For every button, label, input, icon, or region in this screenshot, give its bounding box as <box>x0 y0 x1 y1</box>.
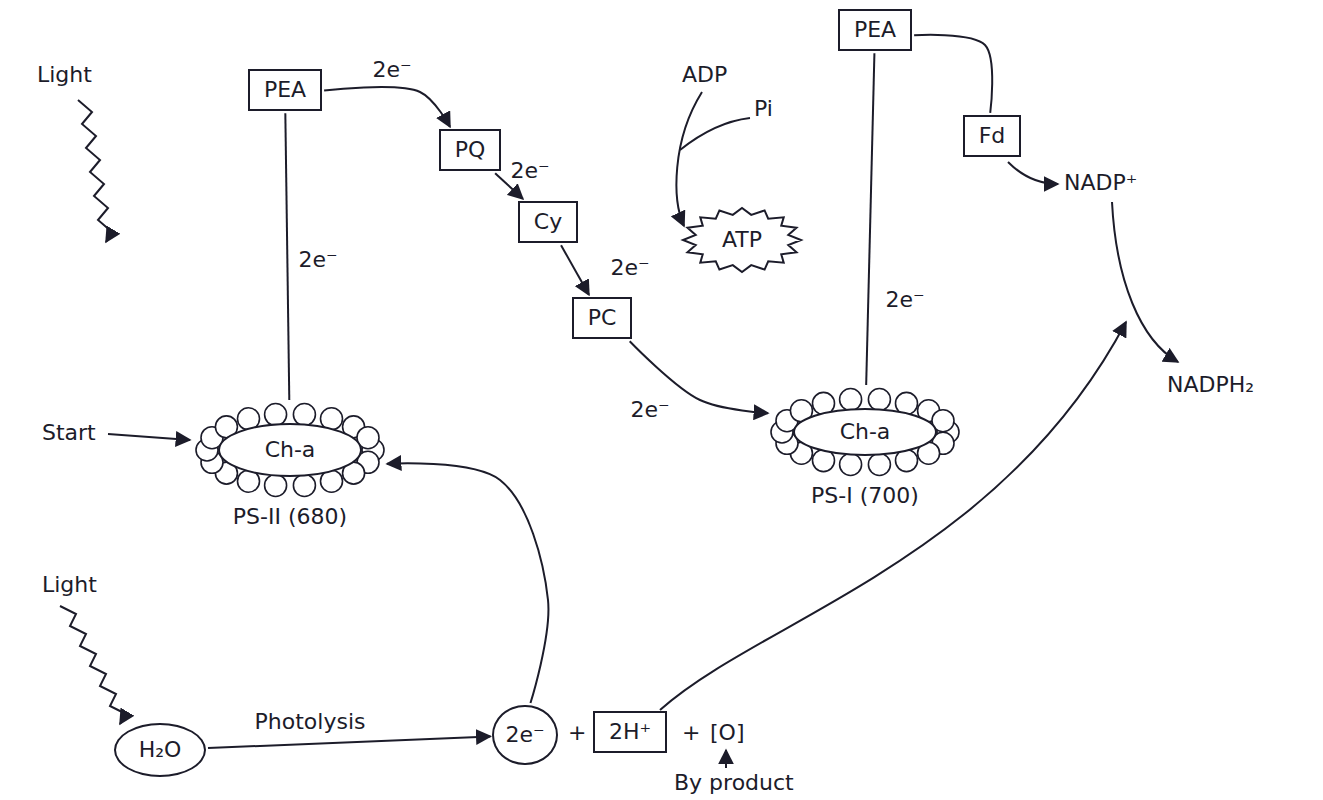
edge-label: 2e⁻ <box>608 255 651 281</box>
reactant-label: Pi <box>752 96 775 122</box>
oxygen-label: [O] <box>708 720 746 746</box>
adp-arrow <box>677 92 702 226</box>
burst-outline <box>683 208 801 272</box>
carrier-box: Cy <box>518 201 578 243</box>
node-text: Fd <box>979 123 1006 149</box>
edge-label: 2e⁻ <box>508 158 551 184</box>
start-label: Start <box>40 420 98 446</box>
node-text: PEA <box>854 17 896 43</box>
edge-label: 2e⁻ <box>296 247 339 273</box>
proton-box: 2H⁺ <box>593 711 667 753</box>
pigment-bead <box>868 453 890 475</box>
node-text: H₂O <box>139 737 182 763</box>
electron-flow <box>866 53 874 385</box>
node-text: PC <box>588 305 617 331</box>
reactant-label: ADP <box>680 62 729 88</box>
reactant-label: NADP⁺ <box>1062 170 1139 196</box>
node-text: Ch-a <box>840 419 891 445</box>
edge-label: Photolysis <box>253 709 368 735</box>
electron-flow <box>208 736 490 748</box>
edge-label: 2e⁻ <box>628 397 671 423</box>
pigment-bead <box>840 453 862 475</box>
reaction-centre <box>219 424 361 476</box>
node-caption: PS-I (700) <box>811 483 919 509</box>
pigment-bead <box>293 404 315 426</box>
light-ray <box>60 606 126 724</box>
edge-label: 2e⁻ <box>883 287 926 313</box>
byproduct-arrow <box>725 750 727 768</box>
light-ray <box>78 100 112 242</box>
pigment-bead <box>868 389 890 411</box>
node-text: Ch-a <box>265 437 316 463</box>
atp-burst: ATP <box>682 207 802 273</box>
photosystem: Ch-aPS-II (680) <box>195 402 385 498</box>
node-text: PQ <box>455 137 486 163</box>
electron-flow <box>561 245 589 295</box>
node-text: 2e⁻ <box>505 722 544 748</box>
pigment-bead <box>840 389 862 411</box>
electron-flow <box>324 87 450 127</box>
pi-line <box>680 118 750 150</box>
water-oval: H₂O <box>114 723 206 777</box>
start-arrow <box>108 434 190 440</box>
node-caption: PS-II (680) <box>233 504 347 530</box>
plus-sign: + <box>680 720 702 746</box>
photosystem: Ch-aPS-I (700) <box>770 387 960 477</box>
electron-flow <box>914 35 992 113</box>
acceptor-box: PEA <box>248 69 322 111</box>
reaction-centre <box>794 409 936 455</box>
proton-arrow <box>660 322 1126 710</box>
fd-arrow <box>1008 162 1058 184</box>
pigment-bead <box>293 474 315 496</box>
nadp-arrow <box>1112 202 1178 362</box>
note-label: By product <box>672 770 796 796</box>
edge-label: 2e⁻ <box>370 57 413 83</box>
node-text: Cy <box>534 209 562 235</box>
plus-sign: + <box>566 720 588 746</box>
electron-flow <box>387 463 548 703</box>
pigment-bead <box>265 404 287 426</box>
carrier-box: PQ <box>439 129 502 171</box>
electron-circle: 2e⁻ <box>492 705 557 765</box>
carrier-box: Fd <box>963 115 1022 157</box>
node-text: PEA <box>264 77 306 103</box>
node-text: 2H⁺ <box>609 719 651 745</box>
node-text: ATP <box>722 227 762 253</box>
acceptor-box: PEA <box>838 9 912 51</box>
electron-flow <box>285 113 289 400</box>
light-label: Light <box>40 572 99 598</box>
light-label: Light <box>35 62 94 88</box>
product-label: NADPH₂ <box>1165 372 1256 398</box>
carrier-box: PC <box>572 297 633 339</box>
pigment-bead <box>265 474 287 496</box>
